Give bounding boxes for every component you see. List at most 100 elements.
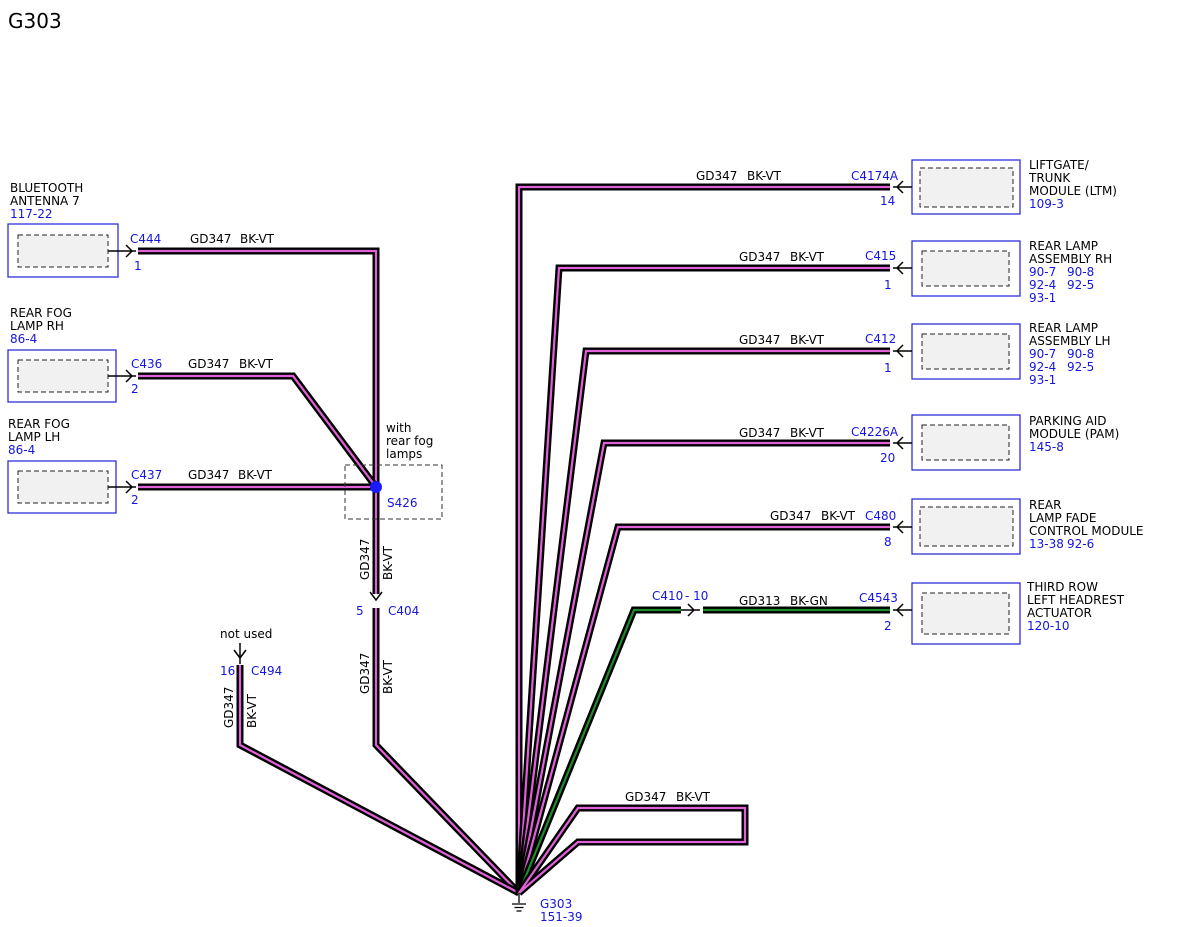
component-ref[interactable]: 109-3 (1029, 197, 1064, 211)
component-name-line: LEFT HEADREST (1027, 593, 1125, 607)
component-ref[interactable]: 86-4 (8, 443, 35, 457)
wire-color: BK-VT (381, 659, 395, 694)
wire-circuit: GD347 (188, 468, 229, 482)
connector-arrow-icon (893, 344, 912, 358)
connector-arrow-icon (893, 180, 912, 194)
wire-circuit: GD347 (625, 790, 666, 804)
connector-arrow-icon (893, 603, 912, 617)
wire-c412[interactable] (515, 347, 890, 894)
connector-pin: 1 (134, 259, 142, 273)
wire-c480[interactable] (515, 523, 890, 894)
wire-c4174a[interactable] (515, 183, 890, 893)
connector-arrow-icon (108, 369, 136, 383)
connector-c494[interactable]: not used 16 C494 GD347 BK-VT (220, 627, 282, 728)
wire-circuit: GD313 (739, 594, 780, 608)
component-name-line: LAMP RH (10, 319, 64, 333)
connector-c404[interactable]: GD347 BK-VT 5 C404 GD347 BK-VT (356, 539, 419, 694)
component-ref[interactable]: 92-4 (1029, 278, 1056, 292)
wire-c494-g303[interactable] (236, 665, 521, 897)
component-third-row-left-headrest-actuator[interactable]: C4543 2 GD313 BK-GN THIRD ROW LEFT HEADR… (739, 580, 1125, 645)
component-ref[interactable]: 90-7 (1029, 265, 1056, 279)
component-ref[interactable]: 93-1 (1029, 373, 1056, 387)
ground-ref[interactable]: 151-39 (540, 910, 583, 924)
component-inner-box (919, 167, 1014, 208)
component-name-line: REAR (1029, 498, 1061, 512)
component-ref[interactable]: 13-38 (1029, 537, 1064, 551)
component-liftgate-trunk-module[interactable]: C4174A 14 GD347 BK-VT LIFTGATE/ TRUNK MO… (696, 158, 1117, 215)
splice-note-line: with (386, 421, 411, 435)
component-inner-box (919, 506, 1014, 547)
wire-c444[interactable] (138, 247, 380, 487)
component-inner-box (17, 359, 109, 393)
component-ref[interactable]: 90-8 (1067, 347, 1094, 361)
connector-pin: 20 (880, 451, 895, 465)
wire-color: BK-VT (676, 790, 711, 804)
component-inner-box (921, 250, 1010, 287)
wire-c436[interactable] (138, 372, 379, 490)
wire-color: BK-VT (381, 545, 395, 580)
component-name-line: MODULE (LTM) (1029, 184, 1117, 198)
splice-id[interactable]: S426 (387, 496, 418, 510)
connector-id[interactable]: C412 (865, 332, 896, 346)
component-name-line: REAR LAMP (1029, 239, 1098, 253)
connector-pin: 2 (131, 493, 139, 507)
component-ref[interactable]: 117-22 (10, 207, 53, 221)
wire-c4543[interactable] (515, 606, 890, 895)
component-ref[interactable]: 120-10 (1027, 619, 1070, 633)
wire-loop[interactable] (516, 804, 749, 896)
connector-c410[interactable]: C410 - 10 (652, 589, 708, 617)
splice-s426[interactable]: S426 with rear fog lamps (344, 421, 443, 520)
wire-color: BK-VT (747, 169, 782, 183)
component-ref[interactable]: 92-5 (1067, 360, 1094, 374)
connector-pin: 1 (884, 278, 892, 292)
connector-id[interactable]: C436 (131, 357, 162, 371)
component-ref[interactable]: 145-8 (1029, 440, 1064, 454)
component-ref[interactable]: 92-4 (1029, 360, 1056, 374)
ground-id[interactable]: G303 (540, 897, 572, 911)
component-ref[interactable]: 92-6 (1067, 537, 1094, 551)
connector-id[interactable]: C4174A (851, 169, 899, 183)
component-rear-lamp-assembly-rh[interactable]: C415 1 GD347 BK-VT REAR LAMP ASSEMBLY RH… (739, 239, 1112, 305)
component-inner-box (17, 470, 109, 504)
component-ref[interactable]: 86-4 (10, 332, 37, 346)
component-parking-aid-module[interactable]: C4226A 20 GD347 BK-VT PARKING AID MODULE… (739, 414, 1119, 471)
component-bluetooth-antenna[interactable]: BLUETOOTH ANTENNA 7 117-22 C444 1 GD347 … (7, 181, 275, 278)
wire-color: BK-VT (790, 250, 825, 264)
component-ref[interactable]: 92-5 (1067, 278, 1094, 292)
wire-c4226a[interactable] (515, 439, 890, 894)
wire-color: BK-VT (245, 693, 259, 728)
component-ref[interactable]: 93-1 (1029, 291, 1056, 305)
connector-id[interactable]: C444 (130, 232, 161, 246)
connector-id[interactable]: C410 (652, 589, 683, 603)
connector-id[interactable]: C4543 (859, 591, 898, 605)
connector-id[interactable]: C415 (865, 249, 896, 263)
wire-circuit: GD347 (696, 169, 737, 183)
connector-id[interactable]: C4226A (851, 425, 899, 439)
wire-color: BK-VT (239, 357, 274, 371)
component-ref[interactable]: 90-7 (1029, 347, 1056, 361)
ground-g303[interactable]: G303 151-39 (512, 893, 583, 924)
connector-pin: - 10 (685, 589, 708, 603)
component-name-line: ASSEMBLY RH (1029, 252, 1112, 266)
wire-circuit: GD347 (739, 333, 780, 347)
connector-id[interactable]: C494 (251, 664, 282, 678)
wire-c415[interactable] (515, 264, 890, 894)
component-ref[interactable]: 90-8 (1067, 265, 1094, 279)
component-name-line: LAMP LH (8, 430, 60, 444)
component-inner-box (921, 592, 1010, 635)
component-name-line: TRUNK (1028, 171, 1071, 185)
component-rear-lamp-fade-control-module[interactable]: C480 8 GD347 BK-VT REAR LAMP FADE CONTRO… (770, 498, 1144, 555)
component-rear-fog-lamp-rh[interactable]: REAR FOG LAMP RH 86-4 C436 2 GD347 BK-VT (7, 306, 274, 403)
component-name-line: REAR LAMP (1029, 321, 1098, 335)
wire-c404-g303[interactable] (372, 608, 522, 896)
component-rear-lamp-assembly-lh[interactable]: C412 1 GD347 BK-VT REAR LAMP ASSEMBLY LH… (739, 321, 1111, 387)
connector-id[interactable]: C480 (865, 509, 896, 523)
component-rear-fog-lamp-lh[interactable]: REAR FOG LAMP LH 86-4 C437 2 GD347 BK-VT (7, 417, 273, 514)
connector-pin: 2 (131, 382, 139, 396)
connector-id[interactable]: C404 (388, 604, 419, 618)
connector-id[interactable]: C437 (131, 468, 162, 482)
connector-arrow-icon (108, 480, 136, 494)
loop-label: GD347 BK-VT (625, 790, 711, 804)
component-name-line: ASSEMBLY LH (1029, 334, 1111, 348)
